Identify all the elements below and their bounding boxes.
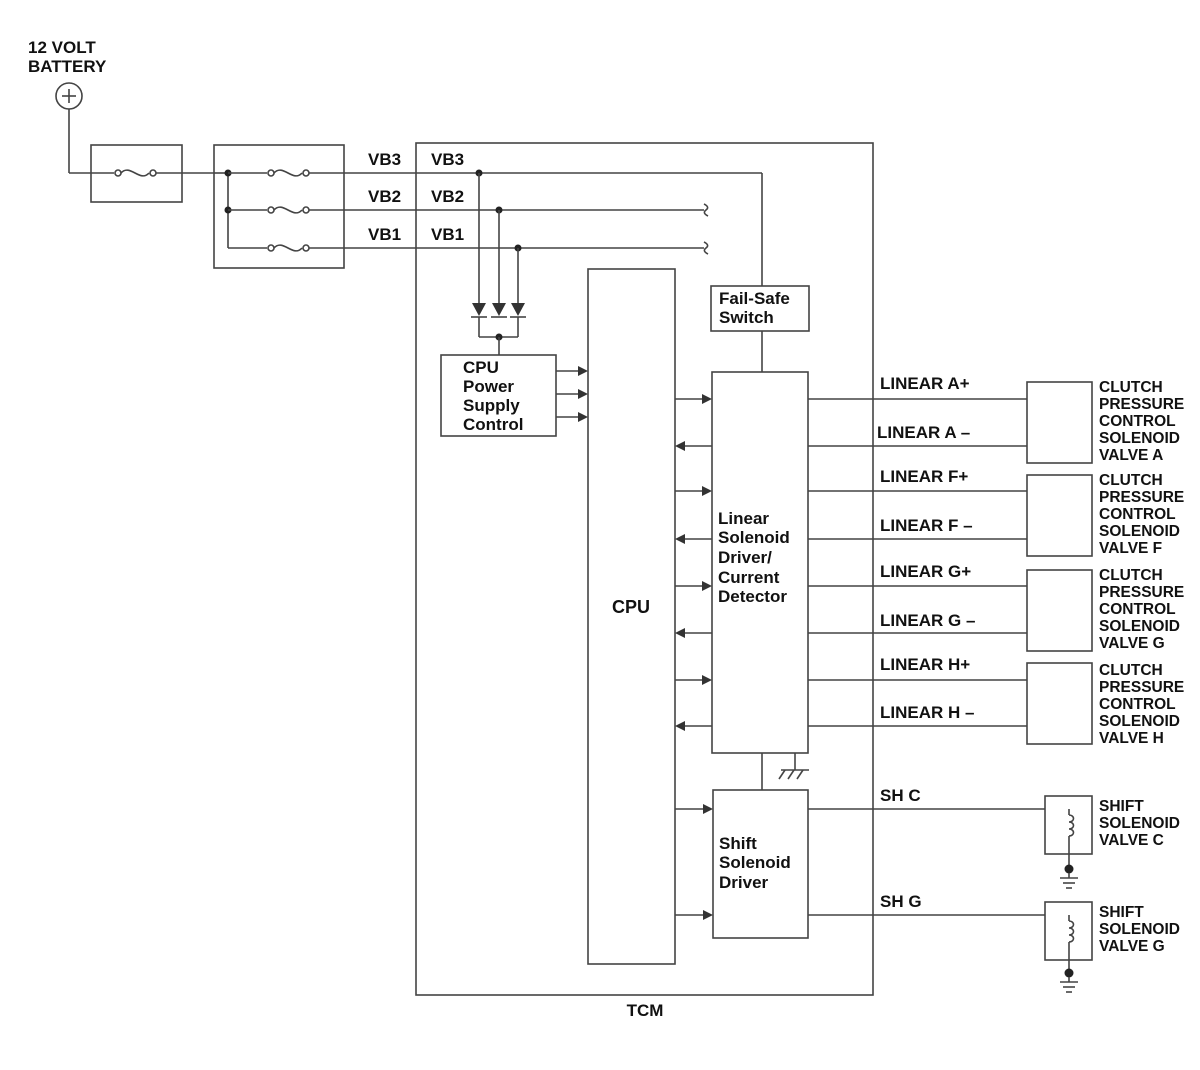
main-fuse-icon [91,169,182,177]
shift-valve-line: SOLENOID [1099,921,1180,938]
clutch-valve-line: SOLENOID [1099,523,1180,540]
linear-driver-line: Driver/ [718,548,772,567]
clutch-valve-line: PRESSURE [1099,396,1184,413]
linear-signal-label: LINEAR G+ [880,562,971,581]
ground-icon [1060,977,1078,993]
shift-solenoid-driver-box [712,789,809,939]
fail-safe-line: Fail-Safe [719,289,790,308]
clutch-valve-h-label: CLUTCH PRESSURE CONTROL SOLENOID VALVE H [1099,662,1184,747]
clutch-valve-line: CLUTCH [1099,567,1163,584]
clutch-valve-line: PRESSURE [1099,679,1184,696]
battery-label-line2: BATTERY [28,57,107,76]
chassis-ground-icon [778,753,809,780]
cpu-linear-driver-arrows [675,394,712,731]
tcm-enclosure [415,142,874,996]
clutch-valve-h-box [1026,662,1093,745]
shift-driver-line: Shift [719,834,757,853]
linear-driver-line: Linear [718,509,769,528]
clutch-valve-line: VALVE G [1099,635,1165,652]
vb1-in-label: VB1 [431,225,464,244]
tcm-label: TCM [627,1001,664,1020]
shift-driver-line: Solenoid [719,853,791,872]
cpu-power-line: Supply [463,396,520,415]
clutch-valve-line: PRESSURE [1099,584,1184,601]
clutch-valve-line: VALVE F [1099,540,1162,557]
fuse-vb2-icon [228,206,310,214]
fuse-vb3-icon [228,169,310,177]
clutch-valve-a-box [1026,381,1093,464]
shift-signal-label: SH C [880,786,921,805]
clutch-valve-line: SOLENOID [1099,430,1180,447]
diode-icon [510,303,526,318]
clutch-valve-line: CLUTCH [1099,662,1163,679]
linear-solenoid-driver-box [711,371,809,754]
clutch-valve-line: VALVE H [1099,730,1164,747]
clutch-valve-line: CLUTCH [1099,379,1163,396]
shift-valve-line: SHIFT [1099,798,1144,815]
shift-driver-line: Driver [719,873,769,892]
vb2-out-label: VB2 [368,187,401,206]
cpu-power-line: CPU [463,358,499,377]
vb3-out-label: VB3 [368,150,401,169]
clutch-valve-line: SOLENOID [1099,618,1180,635]
clutch-valve-line: CONTROL [1099,413,1176,430]
cpu-box [587,268,676,965]
power-to-cpu-arrows [556,366,588,422]
shift-valve-line: SOLENOID [1099,815,1180,832]
vb2-in-label: VB2 [431,187,464,206]
clutch-valve-f-label: CLUTCH PRESSURE CONTROL SOLENOID VALVE F [1099,472,1184,557]
clutch-valve-a-label: CLUTCH PRESSURE CONTROL SOLENOID VALVE A [1099,379,1184,464]
clutch-valve-line: VALVE A [1099,447,1163,464]
clutch-valve-g-label: CLUTCH PRESSURE CONTROL SOLENOID VALVE G [1099,567,1184,652]
shift-valve-line: SHIFT [1099,904,1144,921]
cpu-power-line: Power [463,377,514,396]
vb1-out-label: VB1 [368,225,401,244]
linear-signal-label: LINEAR F – [880,516,973,535]
clutch-valve-g-box [1026,569,1093,652]
linear-signal-label: LINEAR A – [877,423,970,442]
clutch-valve-line: SOLENOID [1099,713,1180,730]
clutch-valve-line: CONTROL [1099,696,1176,713]
linear-signal-label: LINEAR H+ [880,655,970,674]
solenoid-coil-icon [1068,809,1075,866]
clutch-valve-line: PRESSURE [1099,489,1184,506]
linear-signal-label: LINEAR H – [880,703,974,722]
vb3-in-label: VB3 [431,150,464,169]
clutch-valve-f-box [1026,474,1093,557]
linear-driver-line: Solenoid [718,528,790,547]
linear-driver-line: Current [718,568,780,587]
shift-valve-line: VALVE G [1099,938,1165,955]
linear-driver-line: Detector [718,587,787,606]
cpu-power-supply-control-box [440,354,557,437]
diode-icon [471,303,487,318]
fail-safe-switch-box [710,285,810,332]
ground-icon [1060,873,1078,889]
linear-signal-label: LINEAR A+ [880,374,970,393]
linear-signal-label: LINEAR F+ [880,467,968,486]
shift-signal-label: SH G [880,892,922,911]
clutch-valve-line: CLUTCH [1099,472,1163,489]
linear-signal-label: LINEAR G – [880,611,975,630]
clutch-valve-line: CONTROL [1099,506,1176,523]
battery-positive-icon [55,82,83,110]
shift-valve-line: VALVE C [1099,832,1164,849]
cpu-label: CPU [612,597,650,617]
battery-label-line1: 12 VOLT [28,38,96,57]
diode-icon [491,303,507,318]
solenoid-coil-icon [1068,915,1075,970]
clutch-valve-line: CONTROL [1099,601,1176,618]
fail-safe-line: Switch [719,308,774,327]
cpu-shift-driver-arrows [675,804,713,920]
cpu-power-line: Control [463,415,523,434]
